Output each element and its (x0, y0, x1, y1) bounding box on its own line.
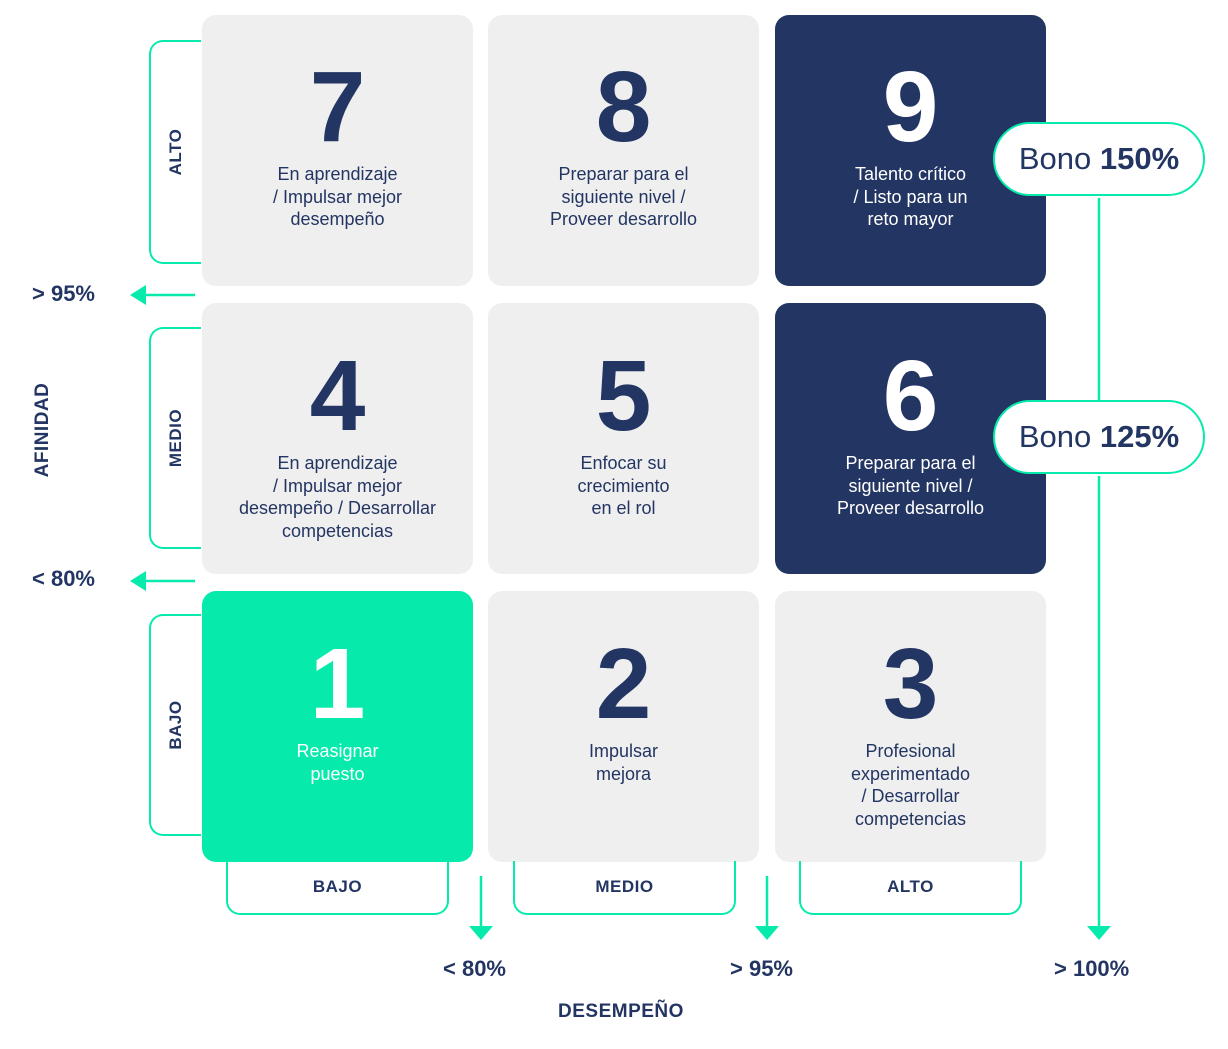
grid-cell-2: 2 Impulsar mejora (488, 591, 759, 862)
cell-description: Profesional experimentado / Desarrollar … (850, 741, 971, 829)
grid-cell-4: 4 En aprendizaje / Impulsar mejor desemp… (202, 303, 473, 574)
x-threshold-100: > 100% (1054, 956, 1130, 981)
cell-description: Talento crítico / Listo para un reto may… (853, 164, 968, 229)
cell-description: En aprendizaje / Impulsar mejor desempeñ… (238, 453, 437, 541)
bono-value: 150% (1099, 141, 1180, 176)
x-threshold-arrow-100-head (1087, 926, 1111, 940)
cell-number: 8 (595, 51, 652, 163)
grid-cell-3: 3 Profesional experimentado / Desarrolla… (775, 591, 1046, 862)
x-threshold-80: < 80% (443, 956, 506, 981)
bono-pill-150: Bono 150% (993, 122, 1205, 196)
y-threshold-arrow-95-head (130, 285, 146, 305)
x-threshold-arrow-95-head (755, 926, 779, 940)
cell-number: 7 (309, 51, 366, 163)
x-axis-title: DESEMPEÑO (558, 1001, 684, 1022)
row-bracket-bajo (149, 614, 201, 836)
col-bracket-medio: MEDIO (513, 861, 736, 915)
col-label-medio: MEDIO (595, 877, 654, 896)
bono-prefix: Bono (1018, 419, 1092, 454)
bono-prefix: Bono (1018, 141, 1092, 176)
y-threshold-80: < 80% (32, 566, 95, 591)
row-bracket-alto (149, 40, 201, 264)
cell-number: 9 (882, 51, 939, 163)
col-label-alto: ALTO (887, 877, 934, 896)
col-label-bajo: BAJO (312, 877, 363, 896)
cell-number: 1 (309, 628, 366, 740)
x-threshold-95: > 95% (730, 956, 793, 981)
y-threshold-95: > 95% (32, 281, 95, 306)
bono-value: 125% (1099, 419, 1180, 454)
grid-cell-1: 1 Reasignar puesto (202, 591, 473, 862)
cell-description: Preparar para el siguiente nivel / Prove… (836, 453, 985, 518)
cell-number: 6 (882, 340, 939, 452)
col-bracket-alto: ALTO (799, 861, 1022, 915)
cell-description: Enfocar su crecimiento en el rol (577, 453, 670, 518)
grid-cell-8: 8 Preparar para el siguiente nivel / Pro… (488, 15, 759, 286)
cell-number: 4 (309, 340, 366, 452)
cell-number: 5 (595, 340, 652, 452)
cell-description: Impulsar mejora (588, 741, 659, 784)
y-threshold-arrow-80-head (130, 571, 146, 591)
row-bracket-medio (149, 327, 201, 549)
x-threshold-arrow-80-head (469, 926, 493, 940)
cell-description: Preparar para el siguiente nivel / Prove… (549, 164, 698, 229)
cell-description: Reasignar puesto (296, 741, 379, 784)
grid-cell-7: 7 En aprendizaje / Impulsar mejor desemp… (202, 15, 473, 286)
bono-pill-125: Bono 125% (993, 400, 1205, 474)
cell-number: 2 (595, 628, 652, 740)
col-bracket-bajo: BAJO (226, 861, 449, 915)
cell-number: 3 (882, 628, 939, 740)
grid-cell-5: 5 Enfocar su crecimiento en el rol (488, 303, 759, 574)
cell-description: En aprendizaje / Impulsar mejor desempeñ… (272, 164, 403, 229)
